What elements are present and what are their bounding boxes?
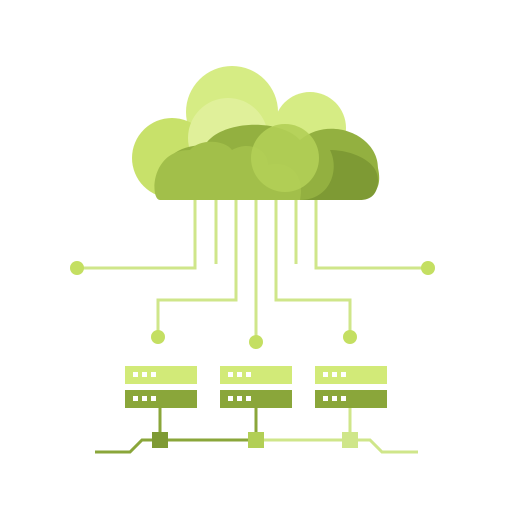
cloud-puff-overlap [251, 124, 319, 192]
server-left-top-unit [125, 366, 197, 384]
server-left-bottom-unit [125, 390, 197, 408]
connection-lines [78, 200, 428, 340]
server-center-icon [220, 366, 292, 408]
node-far-right [421, 261, 435, 275]
network-bus [95, 408, 418, 454]
bus-right-segment [350, 438, 418, 454]
junction-right [342, 432, 358, 448]
node-center [249, 335, 263, 349]
node-far-left [70, 261, 84, 275]
line-to-right-node [274, 200, 352, 335]
server-center-bottom-unit [220, 390, 292, 408]
junction-left [152, 432, 168, 448]
line-to-left-node [156, 200, 238, 335]
server-center-top-unit [220, 366, 292, 384]
cloud-icon [132, 66, 380, 200]
server-right-top-unit [315, 366, 387, 384]
node-left [151, 330, 165, 344]
cloud-shadow-right [300, 150, 378, 200]
server-center-leds [228, 372, 251, 401]
server-right-bottom-unit [315, 390, 387, 408]
line-far-left [78, 200, 197, 270]
bus-junctions [152, 432, 358, 448]
server-left-leds [133, 372, 156, 401]
junction-center [248, 432, 264, 448]
line-far-right [314, 200, 428, 270]
server-right-leds [323, 372, 346, 401]
server-left-icon [125, 366, 197, 408]
bus-left-segment [95, 438, 160, 454]
connection-nodes [70, 261, 435, 349]
node-right [343, 330, 357, 344]
server-right-icon [315, 366, 387, 408]
